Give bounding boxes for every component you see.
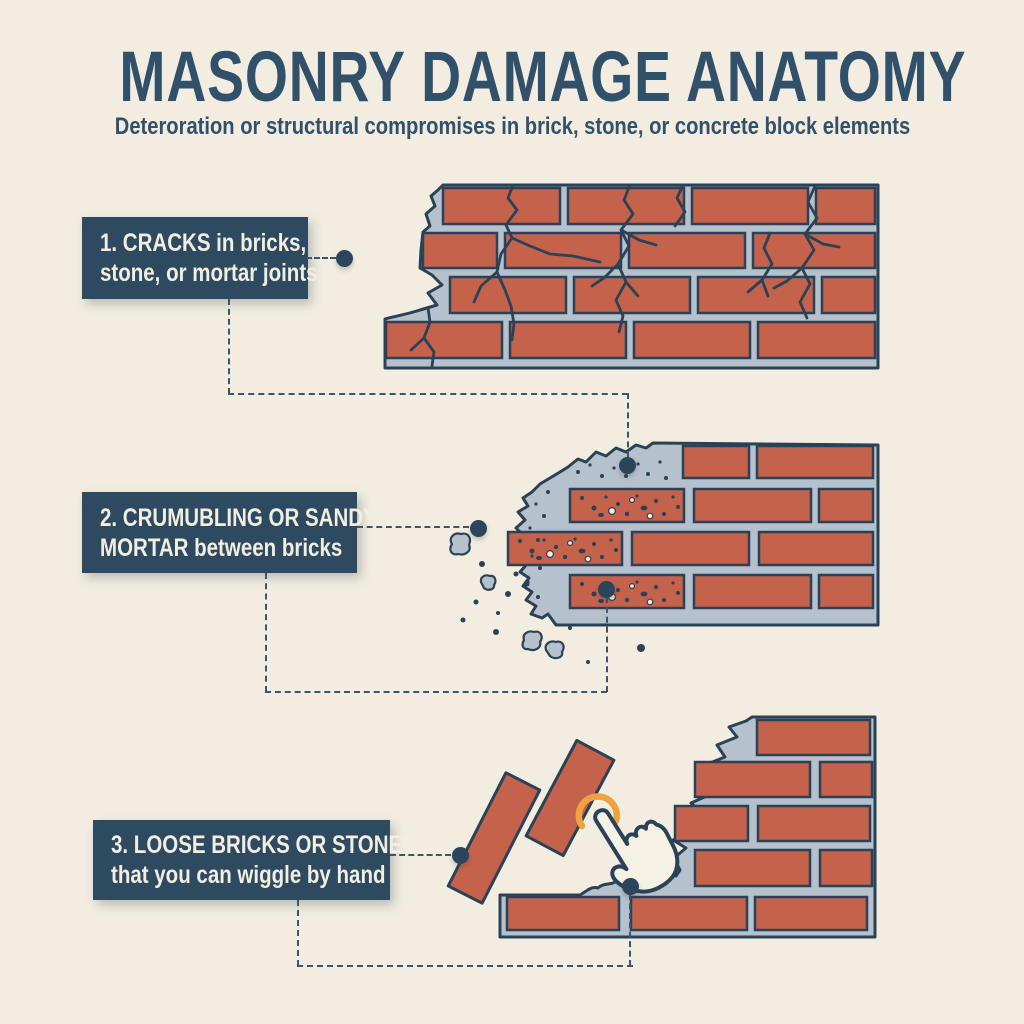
- connector-line-2b-down: [265, 573, 267, 692]
- label-loose-line1: 3. LOOSE BRICKS OR STONES: [111, 831, 416, 859]
- connector-dot-2b: [598, 581, 615, 598]
- label-box-loose-bricks: 3. LOOSE BRICKS OR STONES that you can w…: [93, 820, 416, 900]
- connector-line-3a: [390, 854, 451, 856]
- label-crumbling-line1: 2. CRUMUBLING OR SANDY: [100, 503, 377, 532]
- wall2-crumble-dust: [526, 460, 668, 599]
- label-box-cracks: 1. CRACKS in bricks, stone, or mortar jo…: [82, 217, 318, 299]
- wiggle-arc-icon: [575, 793, 621, 830]
- wall3-bricks: [505, 718, 874, 932]
- tilted-brick-large: [524, 738, 616, 858]
- label-cracks-line2: stone, or mortar joints: [100, 259, 318, 287]
- label-crumbling-line2: MORTAR between bricks: [100, 533, 343, 562]
- loose-tilted-bricks: [446, 738, 616, 905]
- wall2-debris-particles: [449, 532, 565, 660]
- wall1-crack-lines: [409, 183, 841, 368]
- connector-line-3b-across: [297, 965, 633, 967]
- connector-line-1b-drop: [627, 393, 629, 457]
- loose-brick-illustration: [446, 715, 877, 939]
- connector-line-1b-across: [228, 393, 628, 395]
- connector-dot-3a: [452, 847, 469, 864]
- crumbling-mortar-illustration: [449, 441, 880, 664]
- wall2-speckled-bricks: [506, 487, 686, 610]
- page-subtitle-text: Deteroration or structural compromises i…: [114, 113, 910, 140]
- label-loose-line2: that you can wiggle by hand: [111, 861, 386, 889]
- connector-line-1a: [306, 257, 336, 259]
- wall2-debris-dots: [460, 561, 645, 664]
- label-box-crumbling-mortar: 2. CRUMUBLING OR SANDY MORTAR between br…: [82, 492, 377, 573]
- connector-line-3b-down: [297, 900, 299, 966]
- connector-line-1b-down: [228, 299, 230, 394]
- connector-line-2b-across: [265, 691, 607, 693]
- connector-dot-2a: [470, 520, 487, 537]
- connector-dot-3b: [622, 878, 639, 895]
- tilted-brick-small: [446, 771, 542, 905]
- connector-line-2a: [357, 526, 469, 528]
- wall2-bricks: [630, 444, 875, 610]
- page-title: MASONRY DAMAGE ANATOMY: [0, 42, 1024, 113]
- cracked-wall-illustration: [383, 183, 880, 370]
- label-cracks-line1: 1. CRACKS in bricks,: [100, 229, 307, 257]
- connector-line-2b-rise: [606, 597, 608, 692]
- page-title-text: MASONRY DAMAGE ANATOMY: [119, 38, 967, 117]
- connector-dot-1b: [619, 457, 636, 474]
- page-subtitle: Deteroration or structural compromises i…: [0, 113, 1024, 140]
- connector-dot-1a: [336, 250, 353, 267]
- hand-pointer-icon: [593, 808, 680, 894]
- connector-line-3b-rise: [629, 894, 631, 966]
